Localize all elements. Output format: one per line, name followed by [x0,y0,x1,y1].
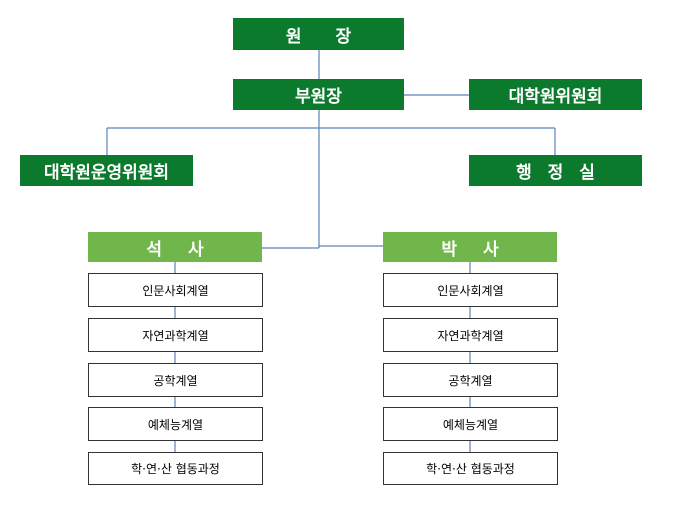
graduate-committee-box: 대학원위원회 [469,79,642,110]
doctoral-item-humanities: 인문사회계열 [383,273,558,307]
doctoral-item-arts-sports: 예체능계열 [383,407,558,441]
doctoral-item-natural-science: 자연과학계열 [383,318,558,352]
director-box: 원 장 [233,18,404,50]
masters-item-arts-sports: 예체능계열 [88,407,263,441]
masters-item-natural-science: 자연과학계열 [88,318,263,352]
masters-header: 석 사 [88,232,262,262]
doctoral-item-cooperative: 학·연·산 협동과정 [383,452,558,485]
masters-item-humanities: 인문사회계열 [88,273,263,307]
doctoral-header: 박 사 [383,232,557,262]
doctoral-item-engineering: 공학계열 [383,363,558,397]
admin-office-box: 행 정 실 [469,155,642,186]
graduate-operations-committee-box: 대학원운영위원회 [20,155,193,186]
masters-item-cooperative: 학·연·산 협동과정 [88,452,263,485]
masters-item-engineering: 공학계열 [88,363,263,397]
vice-director-box: 부원장 [233,79,404,110]
